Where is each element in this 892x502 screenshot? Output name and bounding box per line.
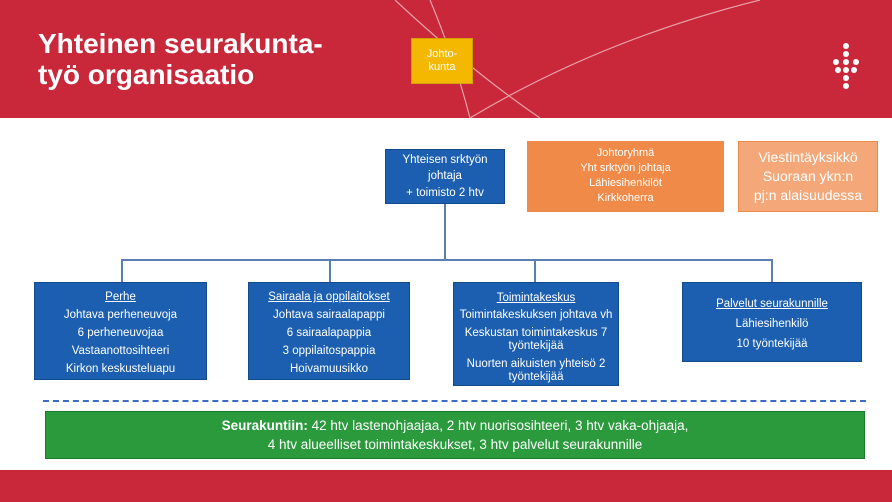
johtoryhma-box: Johtoryhmä Yht srktyön johtaja Lähiesihe… <box>527 141 724 212</box>
unit-title: Palvelut seurakunnille <box>716 298 828 310</box>
unit-line: Hoivamuusikko <box>290 363 368 375</box>
connector-vertical-main <box>444 204 446 260</box>
unit-line: Toimintakeskuksen johtava vh <box>459 309 613 321</box>
director-line-2: johtaja <box>428 170 462 182</box>
dashed-divider <box>43 400 866 402</box>
unit-line: Johtava perheneuvoja <box>63 309 178 321</box>
director-box: Yhteisen srktyön johtaja + toimisto 2 ht… <box>385 149 505 204</box>
viestinta-line-1: Viestintäyksikkö <box>758 149 858 165</box>
unit-line: Lähiesihenkilö <box>735 318 809 330</box>
unit-title: Sairaala ja oppilaitokset <box>268 291 390 303</box>
unit-sairaala: Sairaala ja oppilaitokset Johtava sairaa… <box>248 282 410 380</box>
viestinta-line-2: Suoraan ykn:n <box>762 168 854 184</box>
johtoryhma-line-2: Yht srktyön johtaja <box>580 162 671 174</box>
director-line-3: + toimisto 2 htv <box>406 187 484 199</box>
unit-line: Nuorten aikuisten yhteisö 2 työntekijää <box>466 358 606 383</box>
viestinta-box: Viestintäyksikkö Suoraan ykn:n pj:n alai… <box>738 141 878 212</box>
johtoryhma-line-3: Lähiesihenkilöt <box>589 177 662 189</box>
unit-line: 3 oppilaitospappia <box>282 345 376 357</box>
director-line-1: Yhteisen srktyön <box>402 154 488 166</box>
johtoryhma-line-1: Johtoryhmä <box>596 147 655 159</box>
unit-line: Keskustan toimintakeskus 7 työntekijää <box>464 327 608 352</box>
seurakuntiin-line-1: Seurakuntiin: 42 htv lastenohjaajaa, 2 h… <box>46 416 864 435</box>
seurakuntiin-box: Seurakuntiin: 42 htv lastenohjaajaa, 2 h… <box>45 411 865 459</box>
unit-line: Johtava sairaalapappi <box>273 309 385 321</box>
unit-line: Kirkon keskusteluapu <box>65 363 176 375</box>
page-title: Yhteinen seurakunta- työ organisaatio <box>38 28 323 90</box>
header-band: Yhteinen seurakunta- työ organisaatio Jo… <box>0 0 892 118</box>
unit-line: 6 perheneuvojaa <box>77 327 164 339</box>
connector-perhe <box>121 259 123 282</box>
seurakuntiin-label: Seurakuntiin: <box>221 418 308 433</box>
johtokunta-box: Johto- kunta <box>411 38 473 84</box>
viestinta-line-3: pj:n alaisuudessa <box>753 187 863 203</box>
unit-title: Perhe <box>105 291 136 303</box>
unit-toimintakeskus: Toimintakeskus Toimintakeskuksen johtava… <box>453 282 619 386</box>
connector-horizontal <box>121 259 773 261</box>
seurakuntiin-text-1: 42 htv lastenohjaajaa, 2 htv nuorisosiht… <box>307 418 689 433</box>
connector-sairaala <box>329 259 331 282</box>
cross-logo-icon <box>833 43 859 89</box>
unit-title: Toimintakeskus <box>496 292 576 304</box>
unit-perhe: Perhe Johtava perheneuvoja 6 perheneuvoj… <box>34 282 207 380</box>
connector-palvelut <box>771 259 773 282</box>
unit-palvelut: Palvelut seurakunnille Lähiesihenkilö 10… <box>682 282 862 362</box>
seurakuntiin-text-2: 4 htv alueelliset toimintakeskukset, 3 h… <box>267 437 643 452</box>
johtoryhma-line-4: Kirkkoherra <box>597 192 654 204</box>
unit-line: 6 sairaalapappia <box>286 327 372 339</box>
unit-line: Vastaanottosihteeri <box>71 345 170 357</box>
connector-toimintakeskus <box>534 259 536 282</box>
unit-line: 10 työntekijää <box>736 338 808 350</box>
footer-band <box>0 470 892 502</box>
johtokunta-label: Johto- kunta <box>426 48 458 73</box>
